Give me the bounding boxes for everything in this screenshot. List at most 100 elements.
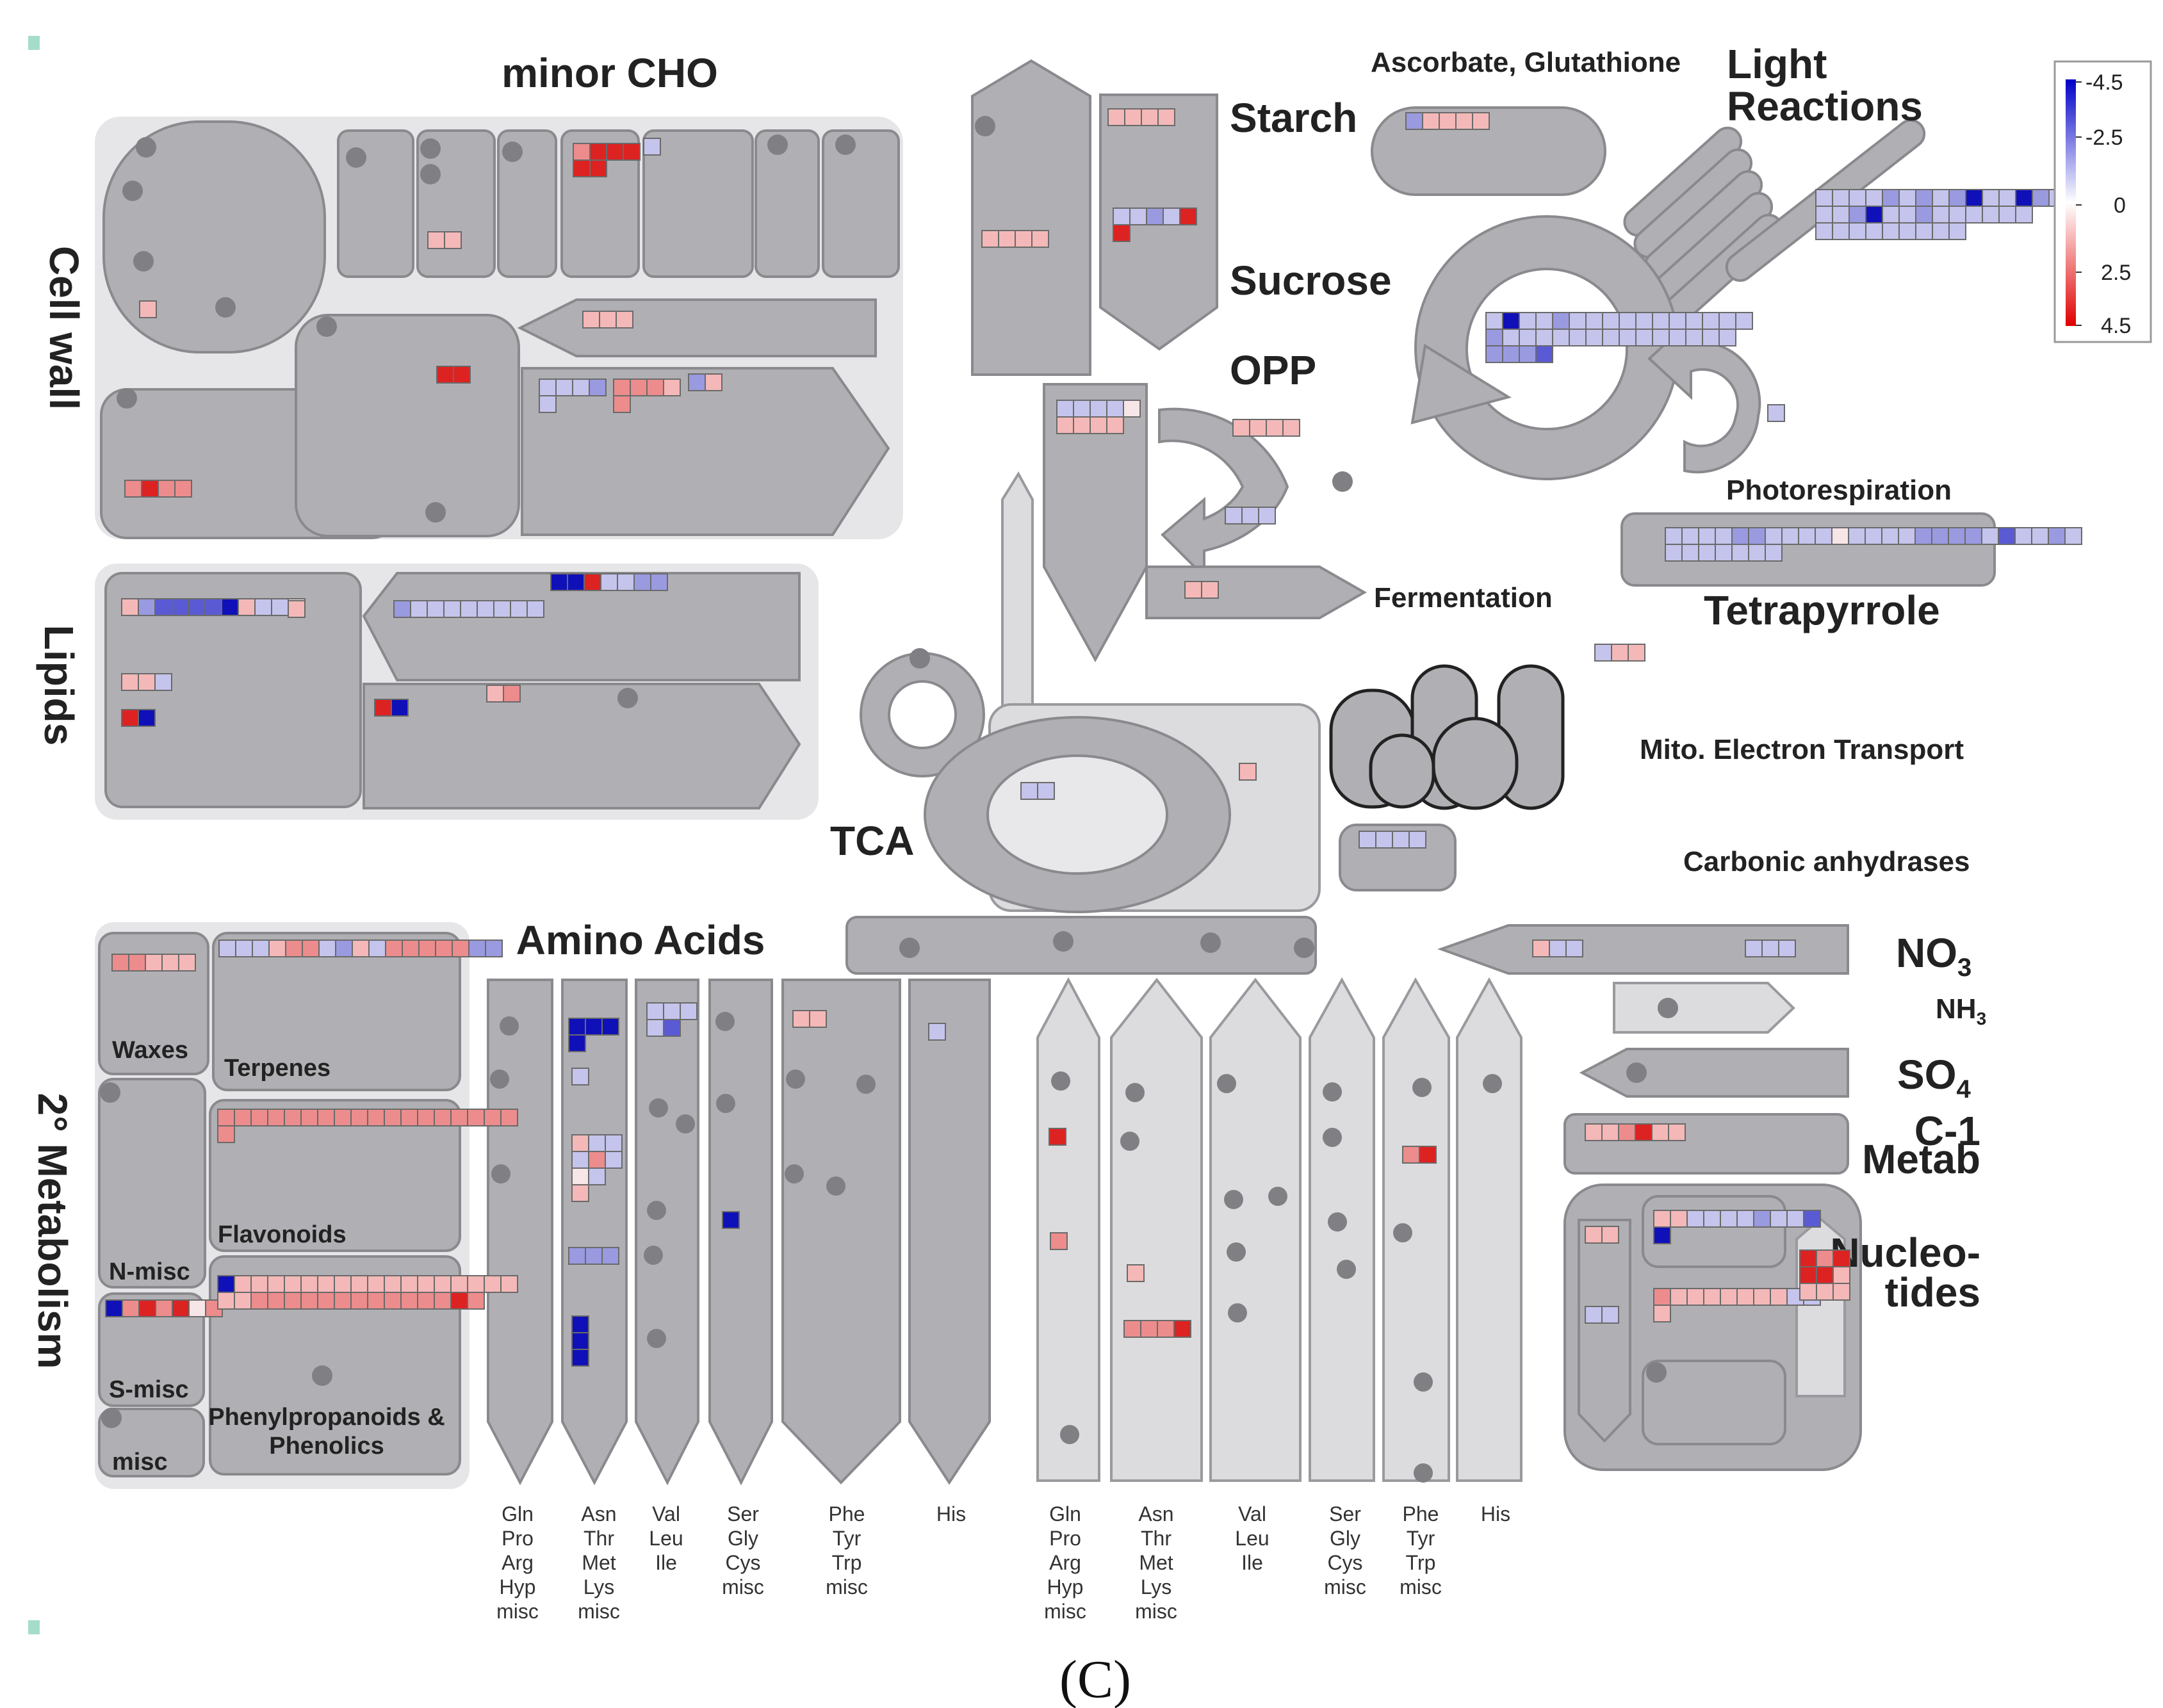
expression-cell (1073, 400, 1091, 418)
expression-cell (400, 1292, 418, 1310)
expression-cell (460, 600, 478, 618)
amino-acid-synthesis-pillars (487, 979, 991, 1486)
amino-acid-label-left: Val (652, 1502, 680, 1525)
cell-wall-label: Cell wall (41, 246, 87, 410)
expression-cell (238, 598, 256, 616)
expression-cell (1249, 419, 1267, 437)
expression-cell (571, 1315, 589, 1333)
expression-cell (1832, 1266, 1850, 1284)
secondary-metabolism-label: 2° Metabolism (29, 1093, 76, 1369)
expression-cell (434, 1109, 452, 1126)
expression-cell (1735, 312, 1753, 330)
expression-cell (571, 1068, 589, 1086)
expression-cell (1799, 1266, 1817, 1284)
expression-cell (1107, 108, 1125, 126)
expression-cell (417, 1275, 435, 1293)
expression-cell (1239, 763, 1257, 781)
expression-cell (417, 1109, 435, 1126)
expression-cell (250, 1275, 268, 1293)
expression-cell (1602, 312, 1620, 330)
expression-cell (1635, 329, 1653, 346)
expression-cell (1915, 222, 1933, 240)
expression-cell (1669, 312, 1686, 330)
expression-cell (585, 1247, 603, 1265)
expression-cell (1685, 312, 1703, 330)
expression-cell (1552, 312, 1570, 330)
expression-cell (467, 1275, 485, 1293)
expression-cell (1865, 206, 1883, 224)
expression-cell (1849, 206, 1866, 224)
cell-wall-region (95, 117, 903, 539)
expression-cell (250, 1109, 268, 1126)
expression-cell (486, 685, 504, 703)
expression-cell (1519, 345, 1537, 363)
expression-cell (688, 373, 706, 391)
amino-acid-label-left: Arg (502, 1551, 534, 1574)
expression-cell (391, 699, 409, 717)
expression-cell (1601, 1123, 1619, 1141)
expression-cell (1232, 419, 1250, 437)
expression-cell (1948, 189, 1966, 207)
expression-cell (467, 1109, 485, 1126)
expression-cell (317, 1109, 335, 1126)
expression-cell (1685, 329, 1703, 346)
expression-cell (1786, 1210, 1804, 1228)
expression-cell (1056, 416, 1074, 434)
expression-cell (1770, 1288, 1788, 1306)
expression-cell (1635, 1123, 1653, 1141)
expression-cell (1037, 782, 1055, 800)
light-reactions-label-2: Reactions (1727, 83, 1923, 129)
expression-cell (1408, 831, 1426, 849)
expression-cell (1720, 1210, 1738, 1228)
expression-cell (1123, 1320, 1141, 1338)
amino-acid-label-left: Phe (829, 1502, 865, 1525)
expression-cell (443, 600, 461, 618)
expression-cell (1179, 207, 1197, 225)
expression-cell (1282, 419, 1300, 437)
expression-cell (178, 954, 196, 972)
expression-cell (1241, 507, 1259, 525)
expression-cell (1778, 939, 1796, 957)
n-misc-label: N-misc (109, 1258, 190, 1285)
c1-label-2: Metab (1862, 1136, 1980, 1182)
expression-cell (1702, 329, 1720, 346)
expression-cell (1881, 527, 1899, 545)
expression-cell (1914, 527, 1932, 545)
expression-cell (616, 311, 633, 329)
expression-cell (1653, 1210, 1671, 1228)
expression-cell (680, 1002, 698, 1020)
expression-cell (1594, 644, 1612, 662)
c1-label-1: C-1 (1914, 1108, 1980, 1154)
amino-acid-label-left: Trp (832, 1551, 862, 1574)
expression-cell (1702, 312, 1720, 330)
expression-cell (1898, 189, 1916, 207)
amino-acid-label-left: misc (722, 1575, 764, 1598)
expression-cell (1651, 1123, 1669, 1141)
expression-cell (1653, 1305, 1671, 1322)
expression-cell (601, 1247, 619, 1265)
expression-cell (1932, 206, 1950, 224)
expression-cell (571, 1332, 589, 1350)
flavonoids-label: Flavonoids (218, 1221, 347, 1248)
expression-cell (450, 1109, 468, 1126)
legend-tick-max: 4.5 (2101, 314, 2131, 338)
expression-cell (1882, 222, 1900, 240)
expression-cell (1832, 206, 1850, 224)
expression-cell (1965, 189, 1983, 207)
expression-cell (139, 300, 157, 318)
expression-cell (571, 1167, 589, 1185)
expression-cell (1375, 831, 1393, 849)
expression-cell (385, 939, 403, 957)
expression-cell (450, 1275, 468, 1293)
expression-cell (453, 366, 471, 384)
expression-cell (1535, 345, 1553, 363)
expression-cell (1898, 222, 1916, 240)
amino-acid-label-left: Cys (725, 1551, 760, 1574)
expression-cell (1113, 224, 1130, 242)
expression-cell (235, 939, 253, 957)
expression-cell (1619, 312, 1637, 330)
expression-cell (1419, 1146, 1437, 1164)
tca-label: TCA (830, 818, 915, 864)
amino-acid-label-left: Tyr (833, 1527, 861, 1550)
amino-acid-label-right: His (1481, 1502, 1510, 1525)
